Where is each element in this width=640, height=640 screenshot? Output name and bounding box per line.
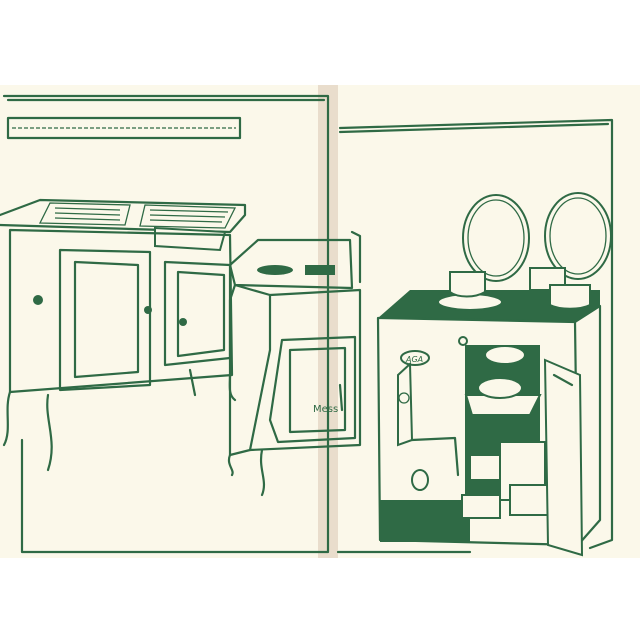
aga-cooker: AGA	[376, 192, 612, 557]
towel-rail	[6, 116, 242, 140]
left-range	[0, 198, 247, 472]
aga-logo: AGA	[405, 355, 423, 364]
middle-stove: Mess	[227, 230, 362, 497]
stove-brand-label: Mess	[313, 404, 338, 415]
room-frame	[2, 94, 614, 554]
